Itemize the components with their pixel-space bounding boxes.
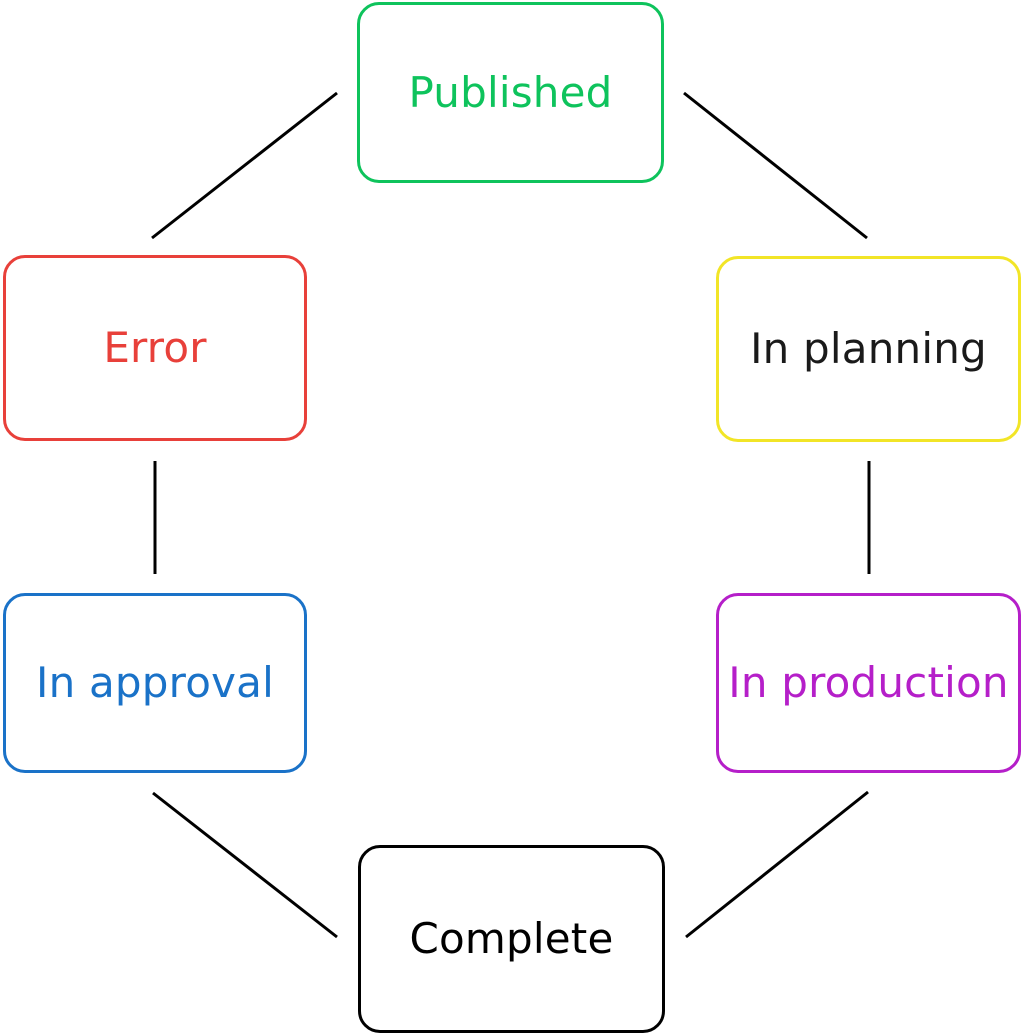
node-error[interactable]: Error: [3, 255, 307, 441]
node-complete[interactable]: Complete: [358, 845, 665, 1033]
node-in-production[interactable]: In production: [716, 593, 1021, 773]
node-in-approval[interactable]: In approval: [3, 593, 307, 773]
node-published[interactable]: Published: [357, 2, 664, 183]
edge-error-published: [151, 91, 338, 240]
node-in-planning-label: In planning: [750, 324, 987, 373]
node-in-planning[interactable]: In planning: [716, 256, 1021, 442]
node-in-approval-label: In approval: [36, 658, 274, 707]
node-in-production-label: In production: [728, 658, 1009, 707]
node-error-label: Error: [103, 323, 207, 372]
node-complete-label: Complete: [409, 914, 614, 963]
edge-complete-in-approval: [152, 791, 338, 939]
edge-published-in-planning: [683, 91, 868, 240]
edge-in-production-complete: [685, 790, 869, 939]
node-published-label: Published: [408, 67, 613, 117]
